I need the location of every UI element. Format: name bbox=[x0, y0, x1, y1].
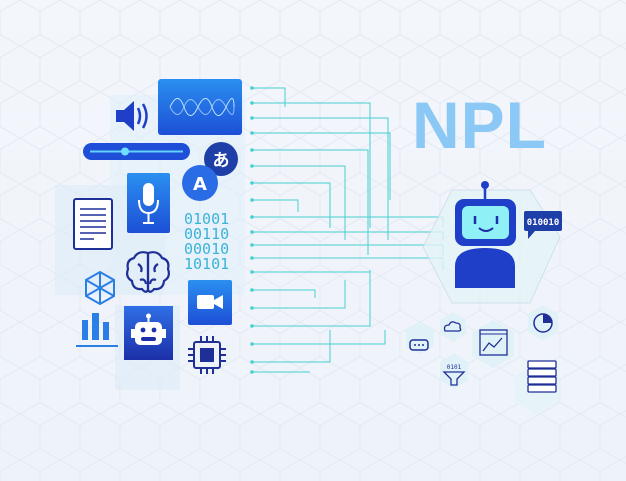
connector-dot bbox=[250, 256, 254, 260]
cloud-icon bbox=[440, 312, 466, 342]
connector-dot bbox=[250, 230, 254, 234]
translate-icon: あ A bbox=[182, 142, 238, 201]
connector-dot bbox=[250, 370, 254, 374]
processor-chip-icon bbox=[188, 336, 226, 374]
connector-line bbox=[252, 330, 386, 345]
server-icon bbox=[515, 360, 559, 415]
pie-chart-icon bbox=[528, 305, 558, 341]
volume-slider bbox=[83, 143, 190, 160]
connector-line bbox=[252, 330, 331, 363]
connector-line bbox=[252, 280, 346, 309]
connector-dot bbox=[250, 101, 254, 105]
connector-line bbox=[252, 165, 346, 240]
connector-line bbox=[252, 132, 391, 200]
microphone-icon bbox=[127, 173, 170, 233]
robot-card bbox=[124, 306, 173, 360]
chat-icon bbox=[406, 322, 434, 354]
connector-dot bbox=[250, 243, 254, 247]
binary-line: 10101 bbox=[184, 255, 230, 273]
connector-dot bbox=[250, 360, 254, 364]
connector-line bbox=[252, 182, 331, 228]
connector-dot bbox=[250, 288, 254, 292]
connector-line bbox=[252, 149, 369, 255]
connector-dot bbox=[250, 270, 254, 274]
binary-line: 00010 bbox=[184, 240, 230, 258]
connector-dot bbox=[250, 181, 254, 185]
connector-line bbox=[252, 199, 299, 212]
connector-dot bbox=[250, 86, 254, 90]
document-icon bbox=[73, 198, 113, 250]
binary-line: 00110 bbox=[184, 225, 230, 243]
connector-dot bbox=[250, 342, 254, 346]
connector-dot bbox=[250, 198, 254, 202]
connector-lines bbox=[250, 86, 444, 374]
chatbot-robot bbox=[455, 181, 516, 288]
connector-line bbox=[252, 102, 371, 228]
connector-dot bbox=[250, 148, 254, 152]
video-camera-icon bbox=[188, 280, 232, 325]
connector-dot bbox=[250, 215, 254, 219]
waveform-card bbox=[158, 79, 242, 135]
analytics-window-icon bbox=[472, 320, 514, 368]
connector-dot bbox=[250, 324, 254, 328]
connector-line bbox=[252, 289, 316, 298]
brain-icon bbox=[126, 251, 170, 293]
connector-line bbox=[252, 117, 389, 240]
network-icon bbox=[85, 270, 115, 306]
funnel-label: 0101 bbox=[447, 364, 462, 371]
funnel-icon: 0101 bbox=[440, 353, 468, 389]
connector-line bbox=[252, 87, 286, 107]
speech-bubble-text: 010010 bbox=[527, 218, 560, 228]
latin-glyph: A bbox=[193, 174, 207, 195]
connector-dot bbox=[250, 116, 254, 120]
binary-line: 01001 bbox=[184, 210, 230, 228]
npl-title: NPL bbox=[412, 88, 547, 162]
speaker-icon bbox=[116, 101, 148, 131]
speech-bubble: 010010 bbox=[524, 211, 562, 239]
connector-dot bbox=[250, 164, 254, 168]
connector-line bbox=[252, 270, 371, 327]
connector-dot bbox=[250, 131, 254, 135]
connector-dot bbox=[250, 306, 254, 310]
japanese-glyph: あ bbox=[213, 151, 230, 171]
bar-chart-icon bbox=[76, 313, 118, 347]
